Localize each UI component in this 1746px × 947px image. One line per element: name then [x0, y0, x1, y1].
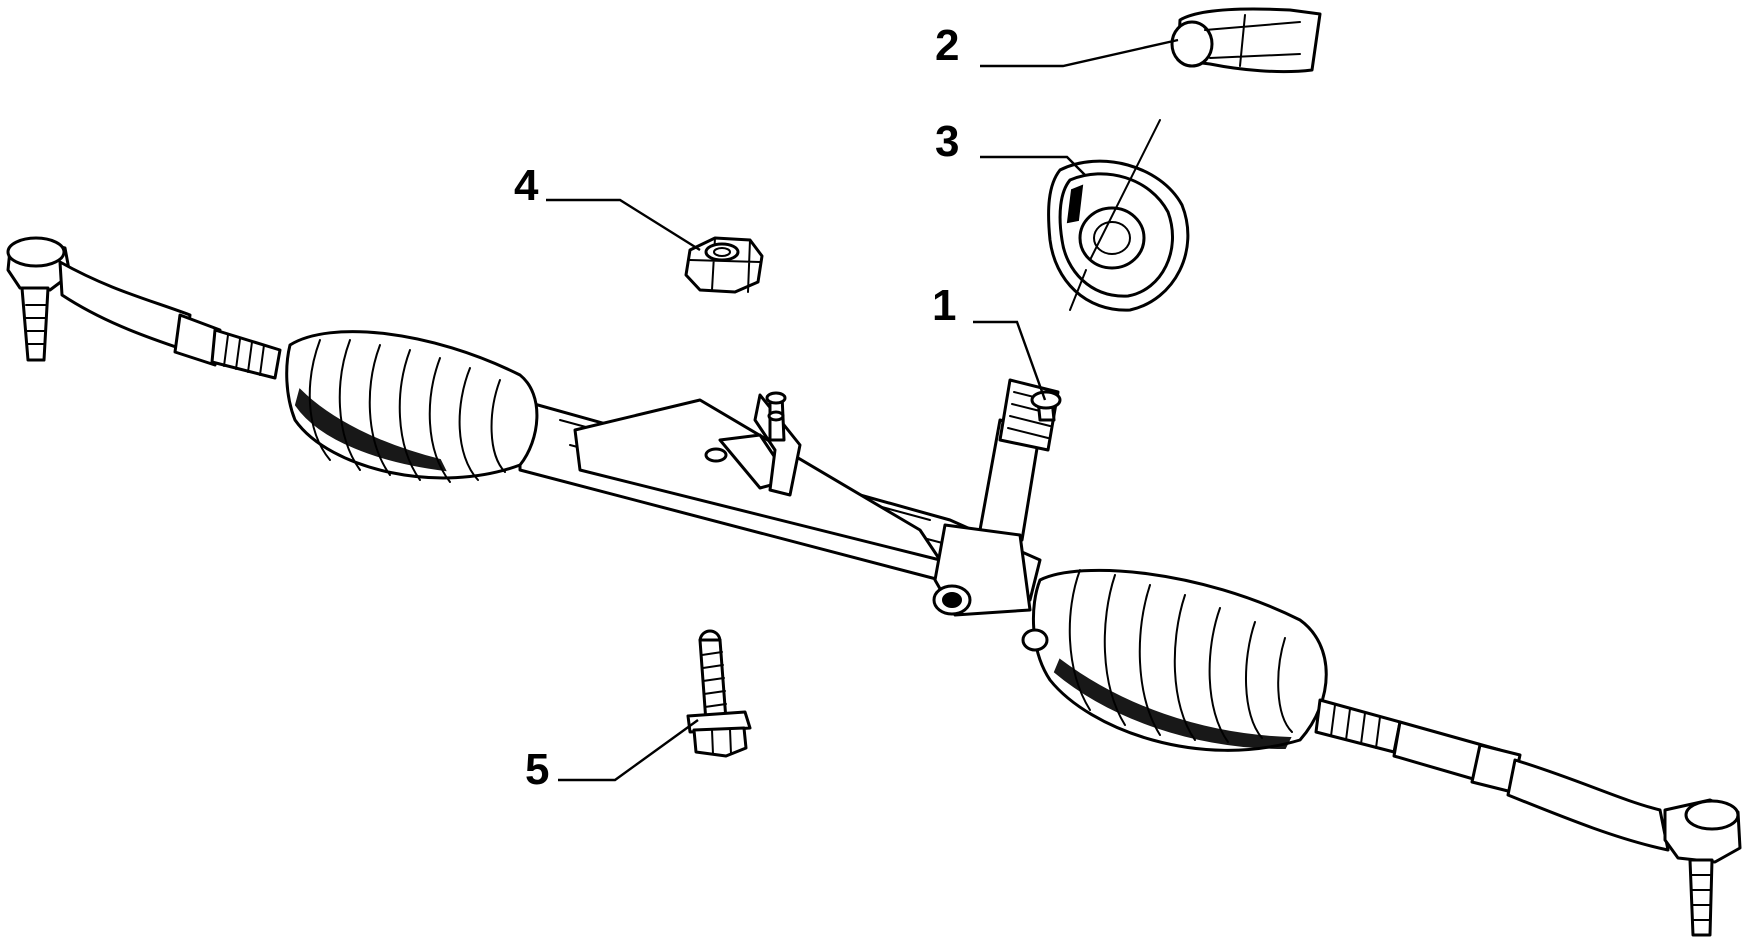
left-bellows-boot: [285, 330, 539, 483]
steering-rack-assembly[interactable]: [6, 236, 1742, 937]
callout-label-2: 2: [935, 21, 960, 70]
leader-lines: [546, 38, 1179, 782]
part-3-grommet[interactable]: [1047, 119, 1190, 312]
callout-label-3: 3: [935, 117, 960, 166]
leader-3: [980, 155, 1086, 176]
leader-1: [973, 320, 1047, 401]
part-4-hex-nut[interactable]: [684, 236, 764, 294]
housing-bracket: [704, 391, 802, 497]
right-bellows-boot: [1021, 568, 1328, 752]
right-tie-rod-end: [1314, 698, 1742, 937]
leader-2: [980, 38, 1179, 68]
part-2-cover[interactable]: [1170, 7, 1322, 74]
left-tie-rod-end: [6, 236, 282, 380]
callout-label-5: 5: [525, 745, 550, 794]
part-5-flange-bolt[interactable]: [686, 629, 752, 758]
leader-5: [558, 719, 699, 782]
leader-4: [546, 198, 701, 252]
pinion-tower: [932, 378, 1062, 617]
callout-label-1: 1: [932, 281, 957, 330]
callout-label-4: 4: [514, 161, 539, 210]
